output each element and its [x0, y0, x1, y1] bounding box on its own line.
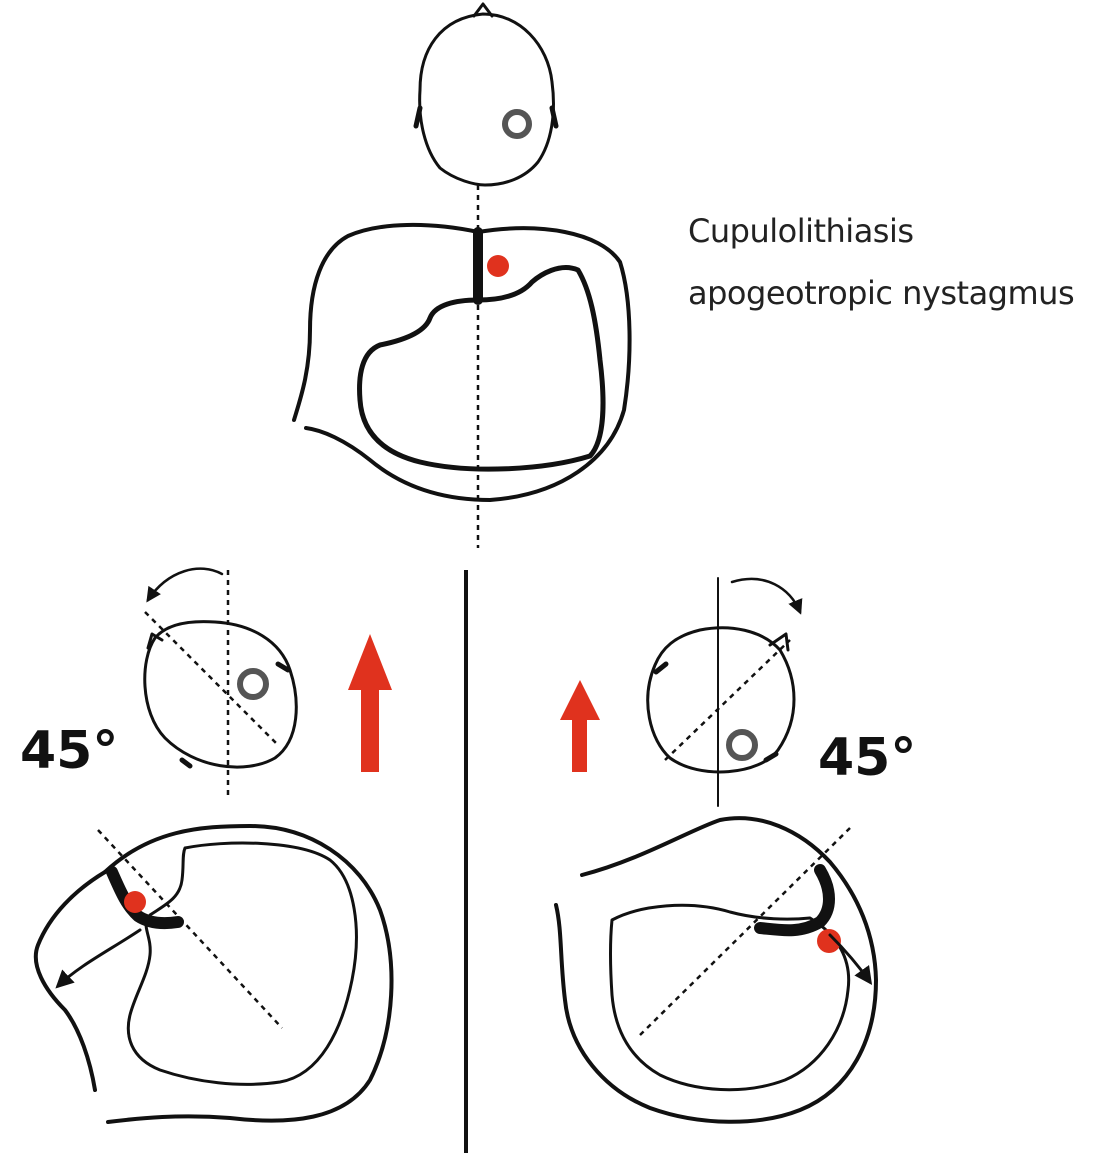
top-head [416, 4, 556, 185]
right-head [648, 628, 794, 772]
left-ear-ring-icon [240, 671, 266, 697]
left-red-arrow [348, 634, 392, 772]
right-angle-label: 45° [818, 728, 916, 788]
top-ear-ring-icon [505, 112, 529, 136]
left-otolith-dot [124, 891, 146, 913]
title-line-1: Cupulolithiasis [688, 212, 914, 250]
left-canal [36, 826, 392, 1122]
top-otolith-dot [487, 255, 509, 277]
right-red-arrow [560, 680, 600, 772]
right-canal-diagonal [640, 828, 850, 1035]
right-rotation-arrow [732, 579, 800, 612]
right-canal [556, 818, 876, 1122]
left-flow-arrow [58, 930, 140, 986]
left-canal-diagonal [98, 830, 282, 1028]
left-rotation-arrow [148, 569, 222, 600]
left-head [145, 622, 296, 767]
right-ear-ring-icon [729, 732, 755, 758]
top-canal [294, 225, 630, 500]
left-angle-label: 45° [20, 721, 118, 781]
title-line-2: apogeotropic nystagmus [688, 274, 1074, 312]
